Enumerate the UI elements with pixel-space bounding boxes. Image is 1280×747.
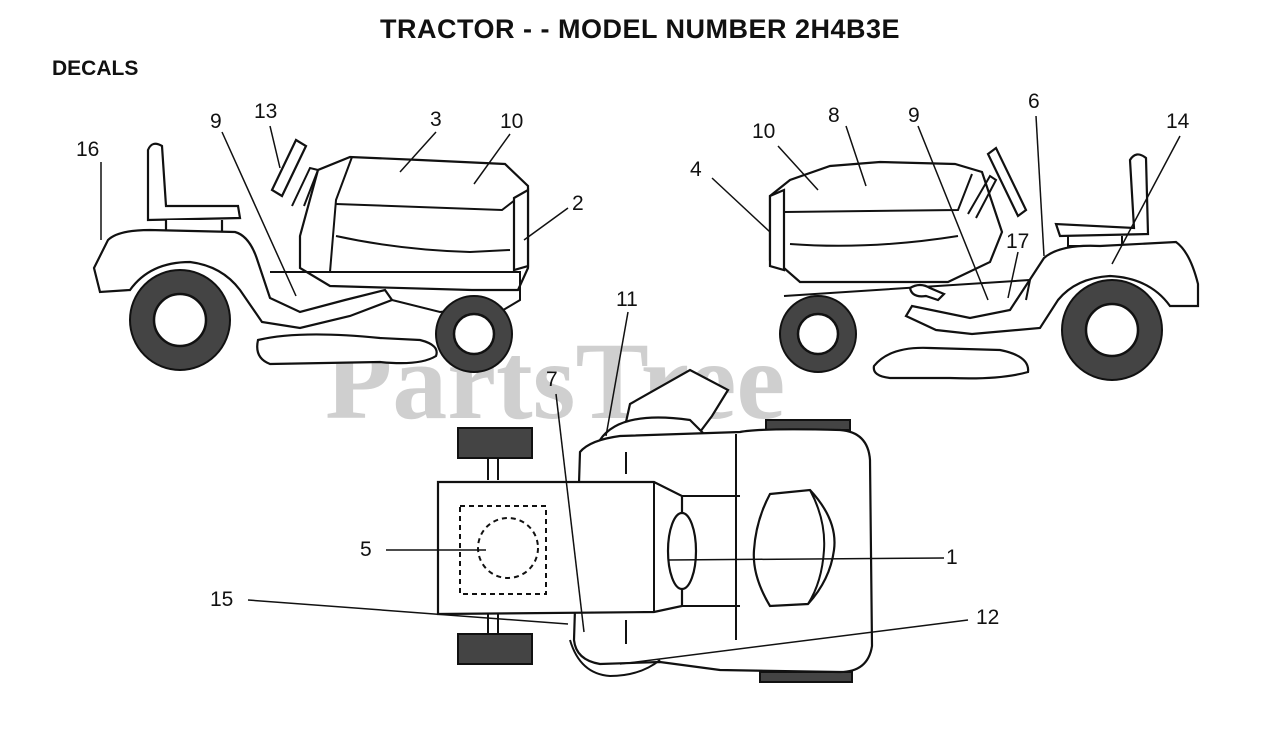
leader-8	[845, 125, 867, 187]
front-hub	[796, 312, 840, 356]
tire-top-front-right	[759, 671, 853, 683]
callout-5: 5	[360, 538, 372, 561]
axle-marks	[487, 458, 499, 634]
leader-2	[523, 207, 569, 241]
callout-12: 12	[976, 606, 999, 629]
hood	[768, 160, 1004, 284]
callout-7: 7	[546, 368, 558, 391]
rear-hub	[152, 292, 208, 348]
frame	[783, 278, 1032, 301]
steering-wheel	[986, 146, 1028, 218]
leader-lines	[100, 115, 1181, 665]
mower-deck	[872, 346, 1030, 380]
rear-fender	[904, 240, 1200, 336]
hood-side	[335, 235, 511, 254]
leader-11	[605, 311, 629, 437]
callout-15: 15	[210, 588, 233, 611]
callout-10-left: 10	[500, 110, 523, 133]
callout-6: 6	[1028, 90, 1040, 113]
seat-circle	[477, 517, 539, 579]
seat	[146, 142, 242, 222]
callout-3: 3	[430, 108, 442, 131]
callout-9-right: 9	[908, 104, 920, 127]
rear-hub	[1084, 302, 1140, 358]
callout-2: 2	[572, 192, 584, 215]
hood-line	[783, 173, 973, 213]
callout-10-right: 10	[752, 120, 775, 143]
leader-17	[1007, 251, 1019, 299]
mower-deck	[256, 333, 438, 366]
leader-3	[399, 131, 437, 173]
deck-edge	[569, 639, 661, 678]
callout-9-left: 9	[210, 110, 222, 133]
tractor-right-side-view	[768, 146, 1200, 381]
tire-top-rear-left	[457, 427, 533, 459]
leader-9-right	[917, 125, 989, 301]
callout-16: 16	[76, 138, 99, 161]
callout-4: 4	[690, 158, 702, 181]
callout-11: 11	[616, 288, 638, 311]
hood-dome-rim	[807, 489, 826, 605]
leader-14	[1111, 135, 1181, 265]
leader-10-right	[777, 145, 819, 191]
leader-13	[269, 125, 281, 169]
callout-13: 13	[254, 100, 277, 123]
callouts: 16 9 13 3 10 2 4 10 8 9 6 14 17 11 7 5 1…	[76, 90, 1190, 629]
callout-14: 14	[1166, 110, 1190, 133]
lift-lever	[908, 283, 946, 302]
leader-15	[247, 599, 569, 625]
grille	[512, 188, 530, 272]
seat	[1054, 153, 1150, 238]
section-label: DECALS	[52, 57, 139, 80]
front-hub	[452, 312, 496, 356]
leader-12	[619, 619, 969, 665]
callout-17: 17	[1006, 230, 1029, 253]
fuel-cap	[666, 511, 698, 591]
grille	[768, 188, 786, 272]
callout-1: 1	[946, 546, 958, 569]
hood-side	[789, 235, 959, 247]
steering-wheel	[270, 138, 308, 198]
leader-9-left	[221, 131, 297, 297]
diagram-title: TRACTOR - - MODEL NUMBER 2H4B3E	[379, 14, 901, 44]
tire-top-rear-right	[457, 633, 533, 665]
steering-column	[967, 174, 998, 219]
leader-7	[555, 393, 585, 633]
dash-line	[329, 156, 353, 273]
tunnel	[653, 482, 740, 612]
leader-6	[1035, 115, 1045, 257]
seat-pad-outline	[459, 505, 547, 595]
leader-4	[711, 177, 771, 233]
leader-10-left	[473, 133, 511, 185]
steering-column	[291, 166, 320, 207]
tractor-left-side-view	[92, 138, 530, 373]
tractor-top-view	[436, 368, 874, 683]
leader-1	[667, 557, 945, 561]
callout-8: 8	[828, 104, 840, 127]
